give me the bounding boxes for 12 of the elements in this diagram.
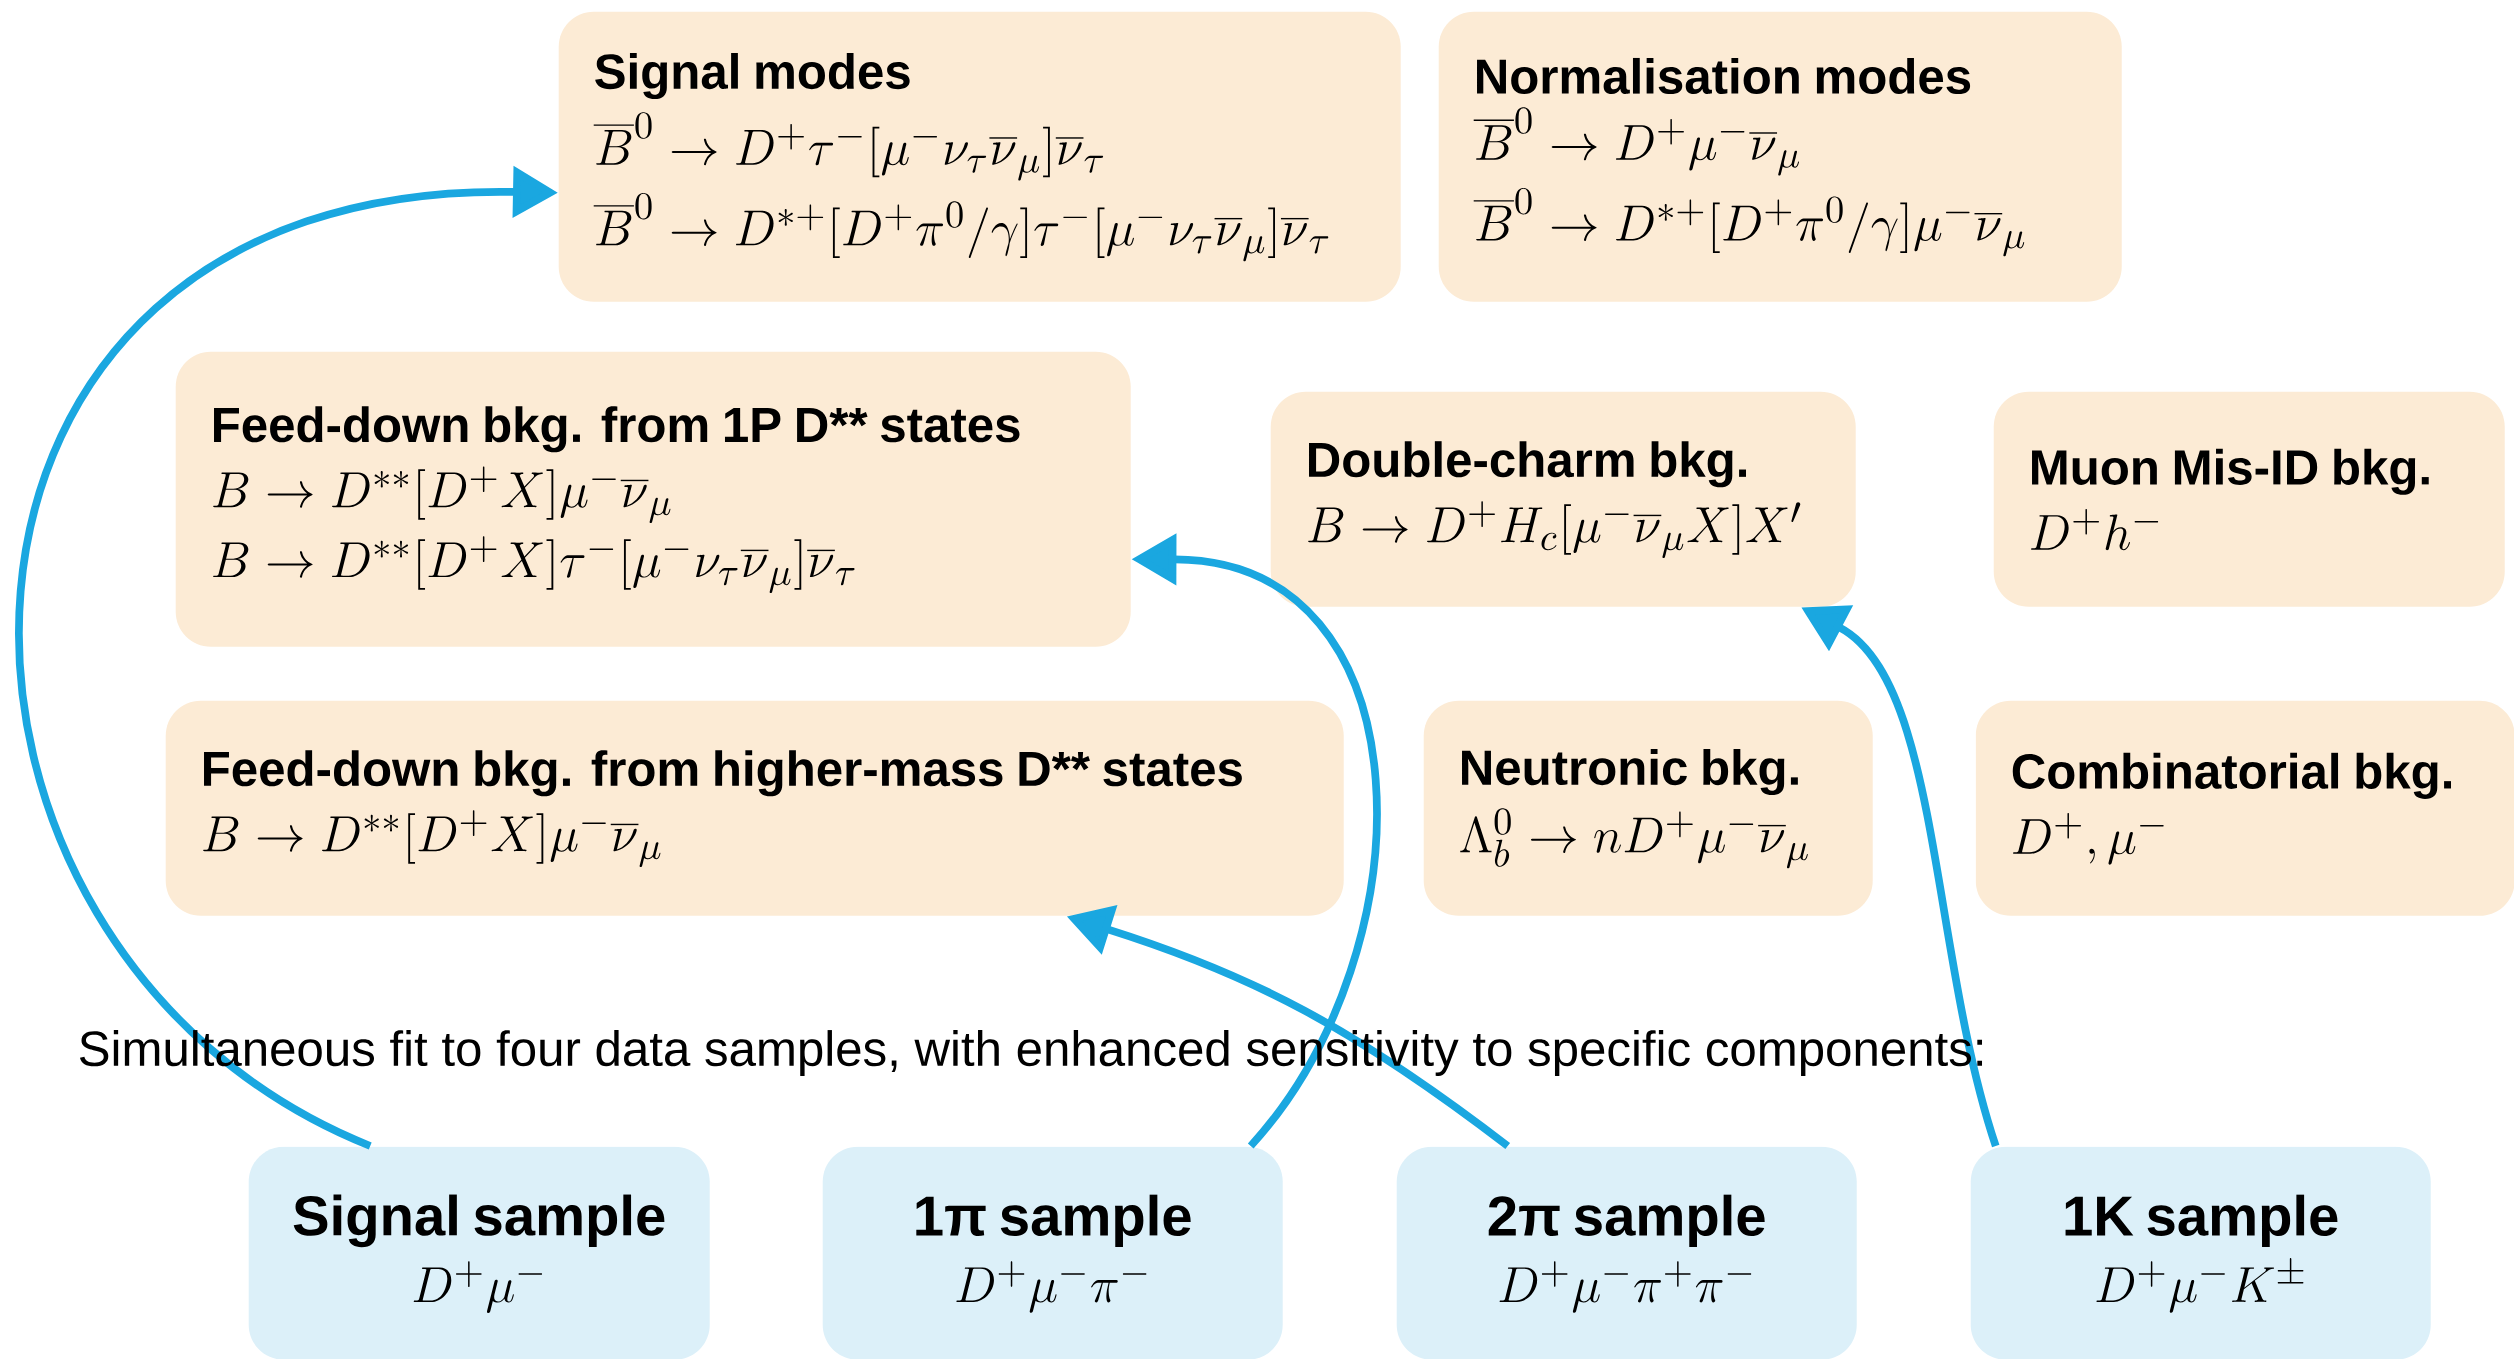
sample-box: 2π sample $D^+\mu^-\pi^+\pi^-$ — [1396, 1146, 1857, 1359]
component-box: Signal modes $\overline{B}^0 \to D^+\tau^-[\mu^-\nu_\tau\overline{\nu}_\mu]\overline{\nu}_\tau$ $\overline{B}^0 \to D^{*+}[D^+\pi^0/\gamma]\tau^-[\mu^-\nu_\tau\overline{\nu}_\mu]\overline{\nu}_\tau$ — [558, 11, 1401, 302]
component-box: Feed-down bkg. from 1P D** states $B \to D^{**}[D^+X]\mu^-\overline{\nu}_\mu$ $B \to D^{**}[D^+X]\tau^-[\mu^-\nu_\tau\overline{\nu}_\mu]\overline{\nu}_\tau$ — [175, 351, 1131, 647]
component-box: Normalisation modes $\overline{B}^0 \to D^+\mu^-\overline{\nu}_\mu$ $\overline{B}^0 \to D^{*+}[D^+\pi^0/\gamma]\mu^-\overline{\nu}_\mu$ — [1438, 11, 2122, 302]
component-box: Neutronic bkg. $\Lambda_b^0 \to nD^+\mu^-\overline{\nu}_\mu$ — [1423, 700, 1873, 916]
component-box: Combinatorial bkg. $D^+,\mu^-$ — [1975, 700, 2514, 916]
sample-box: 1K sample $D^+\mu^-K^\pm$ — [1970, 1146, 2431, 1359]
component-box: Muon Mis-ID bkg. $D^+h^-$ — [1993, 391, 2505, 607]
sample-box: 1π sample $D^+\mu^-\pi^-$ — [822, 1146, 1283, 1359]
sample-box: Signal sample $D^+\mu^-$ — [248, 1146, 710, 1359]
component-box: Feed-down bkg. from higher-mass D** states $B \to D^{**}[D^+X]\mu^-\overline{\nu}_\mu$ — [165, 700, 1344, 916]
component-box: Double-charm bkg. $B \to D^+H_c[\mu^-\overline{\nu}_\mu X]X'$ — [1270, 391, 1856, 607]
